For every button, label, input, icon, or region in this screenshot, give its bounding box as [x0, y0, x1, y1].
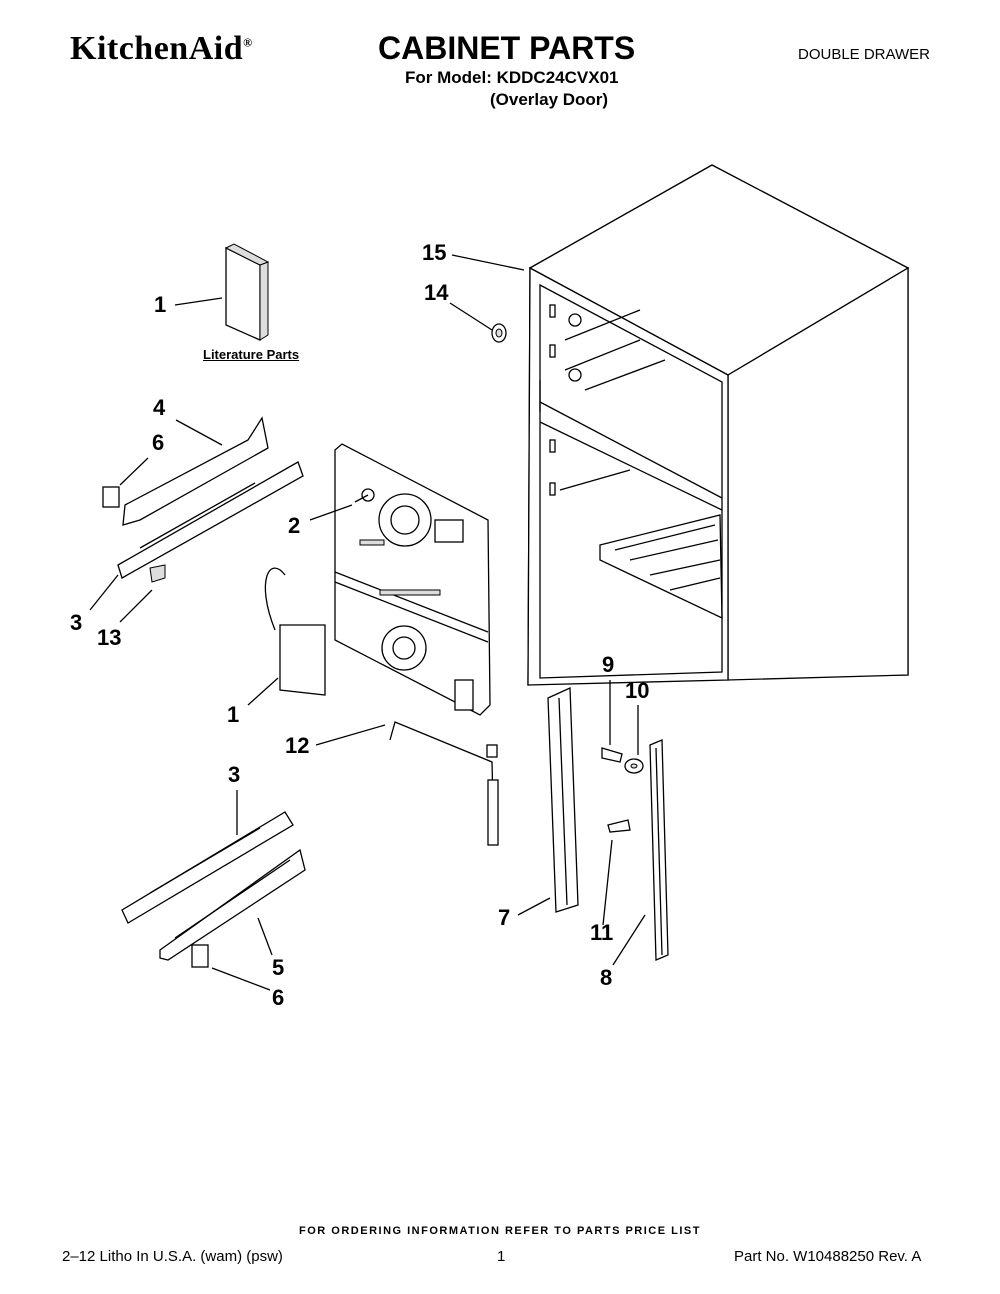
- callout-leader-lines: [89, 254, 646, 991]
- upper-drawer-slide-illustration: [102, 416, 304, 583]
- screw-2-illustration: [354, 488, 375, 503]
- callout-8-rail: 8: [600, 965, 613, 990]
- product-variant: DOUBLE DRAWER: [798, 46, 930, 63]
- litho-line: 2–12 Litho In U.S.A. (wam) (psw): [62, 1248, 283, 1265]
- drain-tube-illustration: [389, 721, 499, 846]
- washer-10-illustration: [624, 758, 644, 774]
- screw-9-illustration: [601, 747, 623, 763]
- callout-3-slide-upper: 3: [70, 610, 83, 635]
- callout-14-grommet: 14: [424, 280, 449, 305]
- callout-5-bracket: 5: [272, 955, 285, 980]
- callout-10-washer: 10: [625, 678, 650, 703]
- literature-parts-label: Literature Parts: [203, 347, 300, 362]
- callout-6-pad-upper: 6: [152, 430, 165, 455]
- model-line: For Model: KDDC24CVX01: [405, 68, 619, 87]
- callout-15-cabinet: 15: [422, 240, 447, 265]
- callout-7-rail: 7: [498, 905, 511, 930]
- screw-11-illustration: [607, 819, 631, 833]
- callout-13-clip: 13: [97, 625, 122, 650]
- callout-2-screw: 2: [288, 513, 301, 538]
- page-number: 1: [497, 1248, 506, 1265]
- callout-6-pad-lower: 6: [272, 985, 285, 1010]
- literature-bag-illustration: [264, 567, 326, 696]
- ordering-note: FOR ORDERING INFORMATION REFER TO PARTS …: [299, 1225, 701, 1237]
- cabinet-illustration: [527, 164, 910, 686]
- rear-panel-illustration: [334, 443, 491, 716]
- brand-registered-mark: ®: [243, 35, 253, 50]
- grommet-illustration: [491, 323, 507, 343]
- part-number: Part No. W10488250 Rev. A: [734, 1248, 922, 1265]
- page-title: CABINET PARTS: [378, 30, 636, 66]
- door-type-line: (Overlay Door): [490, 90, 609, 109]
- callout-1-literature: 1: [154, 292, 167, 317]
- callout-3-slide-lower: 3: [228, 762, 241, 787]
- door-rail-left-illustration: [547, 687, 579, 913]
- callout-12-tube: 12: [285, 733, 310, 758]
- door-rail-right-illustration: [649, 739, 669, 961]
- lower-drawer-slide-illustration: [121, 811, 306, 968]
- brand-logo: KitchenAid®: [70, 30, 253, 68]
- literature-booklet-illustration: [224, 243, 270, 341]
- callout-9-screw: 9: [602, 652, 615, 677]
- callout-11-screw: 11: [590, 920, 614, 945]
- callout-1-bag: 1: [227, 702, 240, 727]
- brand-name: KitchenAid: [70, 30, 244, 67]
- callout-4-slide-bracket: 4: [153, 395, 166, 420]
